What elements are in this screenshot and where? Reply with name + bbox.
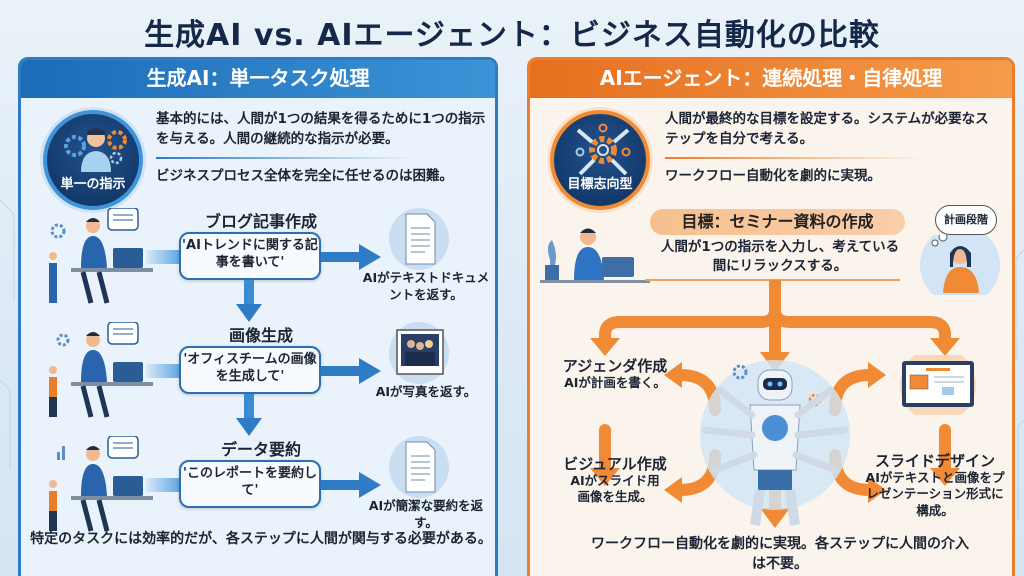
result-text: AIが簡潔な要約を返す。 — [368, 498, 484, 530]
generative-ai-header: 生成AI：単一タスク処理 — [21, 60, 495, 98]
step-title-agenda: アジェンダ作成 — [562, 357, 668, 375]
input-arrow — [146, 478, 181, 492]
badge-label: 目標志向型 — [567, 177, 633, 192]
thinking-woman-icon — [920, 235, 1000, 295]
task-row-image: 画像生成 'オフィスチームの画像を生成して' AIが写真を返す。 — [21, 322, 495, 436]
result-text: AIがテキストドキュメントを返す。 — [362, 270, 490, 302]
ai-agent-panel: AIエージェント：連続処理・自律処理 目標志向型 人間が最終的な目標を設定する。… — [527, 57, 1015, 576]
intro-text-2: ワークフロー自動化を劇的に実現。 — [665, 168, 881, 185]
step-desc-visual: AIがスライド用画像を生成。 — [570, 473, 660, 505]
result-icon-bg — [389, 208, 449, 270]
result-text: AIが写真を返す。 — [375, 384, 477, 399]
right-arrow-icon — [321, 358, 381, 384]
document-icon — [405, 213, 436, 265]
step-title-slide: スライドデザイン — [874, 452, 995, 470]
task-title: ブログ記事作成 — [204, 212, 317, 231]
generative-ai-intro: 基本的には、人間が1つの結果を得るために1つの指示を与える。人間の継続的な指示が… — [156, 110, 486, 187]
document-icon — [405, 441, 436, 493]
prompt-box: 'オフィスチームの画像を生成して' — [179, 346, 321, 394]
goal-oriented-badge: 目標志向型 — [550, 110, 650, 210]
result-icon-bg — [389, 322, 449, 384]
goal-pill: 目標：セミナー資料の作成 — [650, 209, 905, 235]
person-at-laptop-icon — [49, 436, 153, 532]
generative-ai-panel: 生成AI：単一タスク処理 単一の指示 基本的には、人間が1つの結果を得るために1… — [18, 57, 498, 576]
down-arrow-icon — [236, 280, 262, 322]
right-arrow-icon — [321, 244, 381, 270]
result-icon-bg — [389, 436, 449, 498]
badge-label: 単一の指示 — [60, 177, 126, 192]
task-title: 画像生成 — [228, 326, 293, 345]
down-arrow-icon — [236, 394, 262, 436]
intro-text-1: 人間が最終的な目標を設定する。システムが必要なステップを自分で考える。 — [665, 111, 989, 147]
person-at-laptop-icon — [540, 228, 650, 283]
person-gears-icon — [64, 128, 127, 172]
photo-icon — [396, 329, 444, 375]
step-desc-agenda: AIが計画を書く。 — [564, 375, 666, 390]
input-arrow — [146, 364, 181, 378]
right-arrow-icon — [321, 472, 381, 498]
ai-agent-footer: ワークフロー自動化を劇的に実現。各ステップに人間の介入は不要。 — [591, 536, 969, 572]
tools-gear-icon — [575, 123, 631, 176]
ai-agent-header: AIエージェント：連続処理・自律処理 — [530, 60, 1012, 98]
prompt-box: 'このレポートを要約して' — [179, 460, 321, 508]
single-instruction-badge: 単一の指示 — [43, 110, 143, 210]
slide-presentation-icon — [900, 355, 976, 415]
step-title-visual: ビジュアル作成 — [563, 455, 667, 473]
divider — [665, 157, 925, 160]
step-desc-slide: AIがテキストと画像をプレゼンテーション形式に構成。 — [865, 470, 1005, 518]
generative-ai-footer: 特定のタスクには効率的だが、各ステップに人間が関与する必要がある。 — [30, 531, 492, 547]
divider — [156, 157, 416, 160]
multi-armed-robot-icon — [700, 360, 850, 526]
goal-description: 人間が1つの指示を入力し、考えている間にリラックスする。 — [660, 239, 900, 274]
ai-agent-intro: 人間が最終的な目標を設定する。システムが必要なステップを自分で考える。 ワークフ… — [665, 110, 995, 187]
prompt-box: 'AIトレンドに関する記事を書いて' — [179, 232, 321, 280]
task-row-summary: データ要約 'このレポートを要約して' AIが簡潔な要約を返す。 — [21, 436, 495, 546]
task-title: データ要約 — [220, 440, 301, 459]
person-at-laptop-icon — [49, 322, 153, 418]
task-row-blog: ブログ記事作成 'AIトレンドに関する記事を書いて' AIがテキストドキュメント… — [21, 208, 495, 322]
thought-bubble: 計画段階 — [935, 205, 997, 235]
input-arrow — [146, 250, 181, 264]
person-at-laptop-icon — [49, 208, 153, 304]
intro-text-1: 基本的には、人間が1つの結果を得るために1つの指示を与える。人間の継続的な指示が… — [156, 111, 486, 147]
page-title: 生成AI vs. AIエージェント：ビジネス自動化の比較 — [144, 18, 880, 53]
intro-text-2: ビジネスプロセス全体を完全に任せるのは困難。 — [156, 168, 453, 185]
